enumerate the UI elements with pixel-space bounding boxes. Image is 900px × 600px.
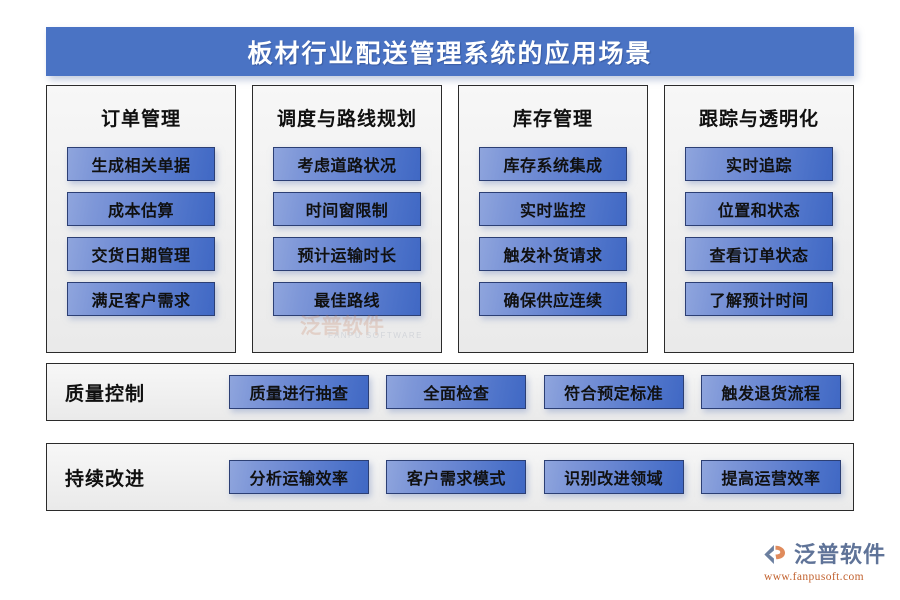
row-title: 持续改进 — [65, 468, 146, 490]
row-item-chip[interactable]: 质量进行抽查 — [229, 375, 369, 409]
brand-name: 泛普软件 — [794, 541, 887, 567]
page-title: 板材行业配送管理系统的应用场景 — [247, 40, 653, 68]
column-item-chip[interactable]: 考虑道路状况 — [273, 147, 421, 181]
column-item-chip[interactable]: 最佳路线 — [273, 282, 421, 316]
row-chip-group: 质量进行抽查 全面检查 符合预定标准 触发退货流程 — [229, 375, 853, 409]
column-panel-group: 订单管理 生成相关单据 成本估算 交货日期管理 满足客户需求 调度与路线规划 考… — [46, 85, 854, 353]
column-panel-order-management: 订单管理 生成相关单据 成本估算 交货日期管理 满足客户需求 — [46, 85, 236, 353]
diagram-title-banner: 板材行业配送管理系统的应用场景 — [46, 27, 854, 76]
fanpu-logo-icon — [764, 544, 786, 565]
column-title: 库存管理 — [512, 109, 593, 130]
column-item-chip[interactable]: 确保供应连续 — [479, 282, 627, 316]
row-item-chip[interactable]: 提高运营效率 — [700, 460, 841, 494]
column-item-chip[interactable]: 实时监控 — [479, 192, 627, 226]
column-item-chip[interactable]: 触发补货请求 — [479, 237, 627, 271]
column-panel-tracking-transparency: 跟踪与透明化 实时追踪 位置和状态 查看订单状态 了解预计时间 — [664, 85, 854, 353]
column-item-chip[interactable]: 库存系统集成 — [479, 147, 627, 181]
row-title: 质量控制 — [65, 383, 146, 405]
row-panel-quality-control: 质量控制 质量进行抽查 全面检查 符合预定标准 触发退货流程 — [46, 363, 854, 421]
brand-logo: 泛普软件 www.fanpusoft.com — [762, 541, 888, 591]
column-item-chip[interactable]: 时间窗限制 — [273, 192, 421, 226]
column-title: 跟踪与透明化 — [698, 109, 819, 130]
brand-row: 泛普软件 — [762, 541, 886, 568]
row-item-chip[interactable]: 符合预定标准 — [543, 375, 684, 409]
row-chip-group: 分析运输效率 客户需求模式 识别改进领域 提高运营效率 — [229, 460, 853, 494]
column-item-chip[interactable]: 位置和状态 — [685, 192, 833, 226]
column-item-chip[interactable]: 了解预计时间 — [685, 282, 833, 316]
column-panel-inventory-management: 库存管理 库存系统集成 实时监控 触发补货请求 确保供应连续 — [458, 85, 648, 353]
column-title: 订单管理 — [100, 109, 181, 130]
column-item-chip[interactable]: 交货日期管理 — [67, 237, 215, 271]
row-item-chip[interactable]: 识别改进领域 — [543, 460, 684, 494]
column-item-chip[interactable]: 预计运输时长 — [273, 237, 421, 271]
column-item-chip[interactable]: 查看订单状态 — [685, 237, 833, 271]
row-item-chip[interactable]: 客户需求模式 — [386, 460, 527, 494]
column-item-chip[interactable]: 成本估算 — [67, 192, 215, 226]
row-panel-continuous-improvement: 持续改进 分析运输效率 客户需求模式 识别改进领域 提高运营效率 — [46, 443, 854, 511]
row-item-chip[interactable]: 全面检查 — [386, 375, 527, 409]
column-item-chip[interactable]: 实时追踪 — [685, 147, 833, 181]
column-item-chip[interactable]: 生成相关单据 — [67, 147, 215, 181]
column-title: 调度与路线规划 — [276, 109, 417, 130]
row-item-chip[interactable]: 分析运输效率 — [229, 460, 369, 494]
column-item-chip[interactable]: 满足客户需求 — [67, 282, 215, 316]
column-panel-dispatch-route-planning: 调度与路线规划 考虑道路状况 时间窗限制 预计运输时长 最佳路线 — [252, 85, 442, 353]
brand-url: www.fanpusoft.com — [764, 571, 864, 583]
row-item-chip[interactable]: 触发退货流程 — [700, 375, 841, 409]
